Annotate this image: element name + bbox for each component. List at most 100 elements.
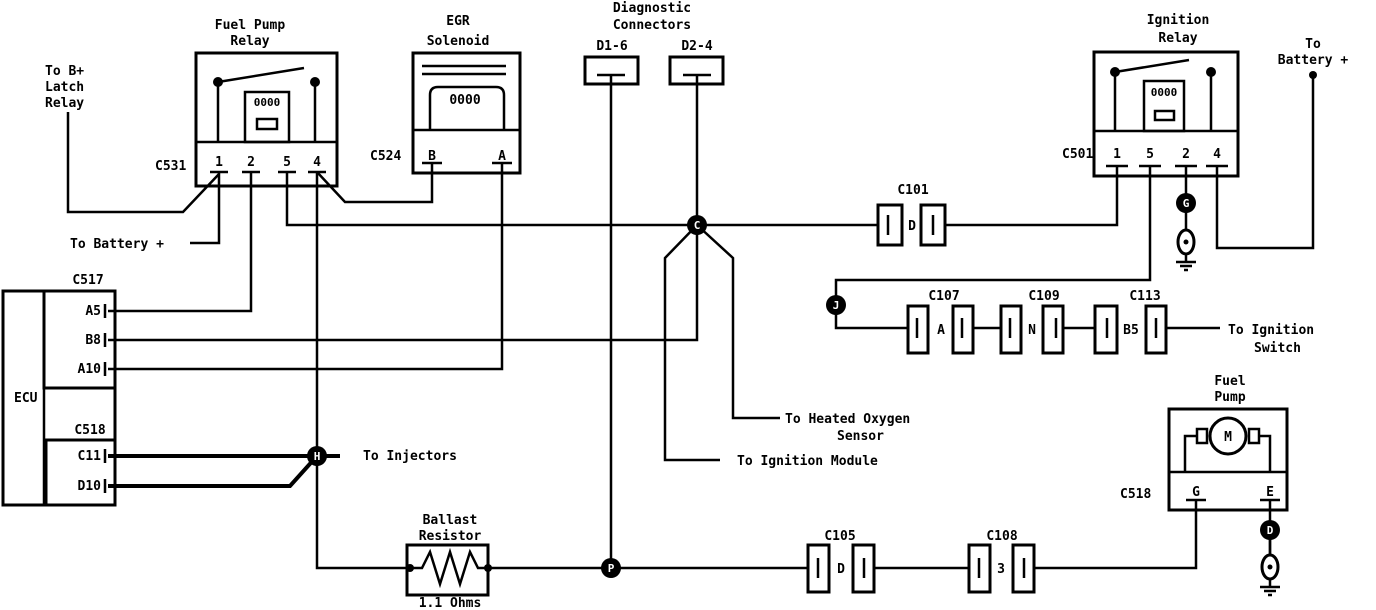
inline-connector-c105[interactable]: C105 D bbox=[806, 529, 876, 594]
to-heated-oxygen-label: Sensor bbox=[837, 429, 884, 444]
svg-text:H: H bbox=[314, 450, 321, 463]
splice-j: J bbox=[826, 295, 846, 315]
to-battery-label: To Battery + bbox=[70, 237, 164, 252]
splice-d: D bbox=[1260, 520, 1280, 540]
d1-6-label: D1-6 bbox=[596, 39, 627, 54]
c105-cavity: D bbox=[837, 562, 845, 577]
motor-icon bbox=[1208, 416, 1248, 456]
diagnostic-connectors: Diagnostic Connectors D1-6 D2-4 bbox=[583, 1, 725, 86]
wires bbox=[66, 71, 1317, 570]
c524-label: C524 bbox=[370, 149, 401, 164]
c518-label: C518 bbox=[74, 423, 105, 438]
pin-a10: A10 bbox=[78, 362, 102, 377]
c113-label: C113 bbox=[1129, 289, 1160, 304]
pin-4: 4 bbox=[313, 155, 321, 170]
svg-text:G: G bbox=[1183, 197, 1190, 210]
to-battery-label: Battery + bbox=[1278, 53, 1349, 68]
c113-cavity: B5 bbox=[1123, 323, 1139, 338]
solenoid-coil-icon bbox=[428, 85, 506, 130]
c108-cavity: 3 bbox=[997, 562, 1005, 577]
ground-icon bbox=[1260, 540, 1280, 597]
inline-connector-c108[interactable]: C108 3 bbox=[967, 529, 1036, 594]
pin-a5: A5 bbox=[85, 304, 101, 319]
egr-title-2: Solenoid bbox=[427, 34, 490, 49]
c107-cavity: A bbox=[937, 323, 945, 338]
to-ignition-switch-label: Switch bbox=[1254, 341, 1301, 356]
ballast-title-2: Resistor bbox=[419, 529, 482, 544]
diag-title-2: Connectors bbox=[613, 18, 691, 33]
inline-connector-c109[interactable]: C109 N bbox=[999, 289, 1065, 355]
svg-text:0000: 0000 bbox=[1151, 86, 1178, 99]
splice-g: G bbox=[1176, 193, 1196, 213]
fuel-pump: Fuel Pump M C518 G E bbox=[1120, 374, 1289, 512]
c107-label: C107 bbox=[928, 289, 959, 304]
pin-e: E bbox=[1266, 485, 1274, 500]
pin-1: 1 bbox=[1113, 147, 1121, 162]
d2-4-label: D2-4 bbox=[681, 39, 712, 54]
svg-text:C: C bbox=[694, 219, 701, 232]
fuel-pump-relay-title-2: Relay bbox=[230, 34, 269, 49]
c531-label: C531 bbox=[155, 159, 186, 174]
splice-p: P bbox=[601, 558, 621, 578]
pin-d10: D10 bbox=[78, 479, 102, 494]
c518-fuel-pump-label: C518 bbox=[1120, 487, 1151, 502]
ign-relay-title-1: Ignition bbox=[1147, 13, 1210, 28]
to-b-latch-label: Latch bbox=[45, 80, 84, 95]
c501-label: C501 bbox=[1062, 147, 1093, 162]
pin-b: B bbox=[428, 149, 436, 164]
c108-label: C108 bbox=[986, 529, 1017, 544]
ecu-label: ECU bbox=[14, 391, 38, 406]
to-injectors-label: To Injectors bbox=[363, 449, 457, 464]
svg-text:P: P bbox=[608, 562, 615, 575]
c101-label: C101 bbox=[897, 183, 928, 198]
ign-relay-title-2: Relay bbox=[1158, 31, 1197, 46]
pin-5: 5 bbox=[1146, 147, 1154, 162]
c517-label: C517 bbox=[72, 273, 103, 288]
to-ignition-module-label: To Ignition Module bbox=[737, 454, 878, 469]
c109-label: C109 bbox=[1028, 289, 1059, 304]
fuel-pump-title-2: Pump bbox=[1214, 390, 1245, 405]
pin-a: A bbox=[498, 149, 506, 164]
svg-text:D: D bbox=[1267, 524, 1274, 537]
inline-connector-c107[interactable]: C107 A bbox=[906, 289, 975, 355]
egr-title-1: EGR bbox=[446, 14, 470, 29]
c101-cavity: D bbox=[908, 219, 916, 234]
to-battery-label: To bbox=[1305, 37, 1321, 52]
egr-solenoid: EGR Solenoid 0000 C524 B A bbox=[370, 14, 522, 175]
pin-2: 2 bbox=[247, 155, 255, 170]
pin-4: 4 bbox=[1213, 147, 1221, 162]
svg-text:0000: 0000 bbox=[449, 93, 480, 108]
relay-switch-icon: 0000 bbox=[213, 66, 320, 144]
ignition-relay: Ignition Relay 0000 C501 1 5 2 4 bbox=[1062, 13, 1240, 178]
pin-2: 2 bbox=[1182, 147, 1190, 162]
to-b-latch-label: To B+ bbox=[45, 64, 84, 79]
to-ignition-switch-label: To Ignition bbox=[1228, 323, 1314, 338]
ballast-resistor: Ballast Resistor 1.1 Ohms bbox=[405, 513, 492, 610]
ballast-title-1: Ballast bbox=[423, 513, 478, 528]
fuel-pump-relay: Fuel Pump Relay 0000 C531 1 2 5 4 bbox=[155, 18, 339, 188]
svg-text:J: J bbox=[833, 299, 840, 312]
to-b-latch-label: Relay bbox=[45, 96, 84, 111]
to-heated-oxygen-label: To Heated Oxygen bbox=[785, 412, 910, 427]
c109-cavity: N bbox=[1028, 323, 1036, 338]
ecu: ECU C517 A5 B8 A10 C518 C11 D10 bbox=[1, 273, 117, 507]
pin-c11: C11 bbox=[78, 449, 102, 464]
ground-icon bbox=[1176, 228, 1196, 272]
diag-title-1: Diagnostic bbox=[613, 1, 691, 16]
inline-connector-c101[interactable]: C101 D bbox=[876, 183, 947, 247]
resistor-icon bbox=[410, 547, 490, 589]
ballast-value: 1.1 Ohms bbox=[419, 596, 482, 610]
pin-1: 1 bbox=[215, 155, 223, 170]
pin-b8: B8 bbox=[85, 333, 101, 348]
fuel-pump-relay-title-1: Fuel Pump bbox=[215, 18, 286, 33]
fuel-pump-title-1: Fuel bbox=[1214, 374, 1245, 389]
pin-5: 5 bbox=[283, 155, 291, 170]
c105-label: C105 bbox=[824, 529, 855, 544]
splice-c: C bbox=[687, 215, 707, 235]
pin-g: G bbox=[1192, 485, 1200, 500]
splice-h: H bbox=[307, 446, 327, 466]
inline-connector-c113[interactable]: C113 B5 bbox=[1093, 289, 1168, 355]
svg-text:0000: 0000 bbox=[254, 96, 281, 109]
motor-label: M bbox=[1224, 430, 1232, 445]
